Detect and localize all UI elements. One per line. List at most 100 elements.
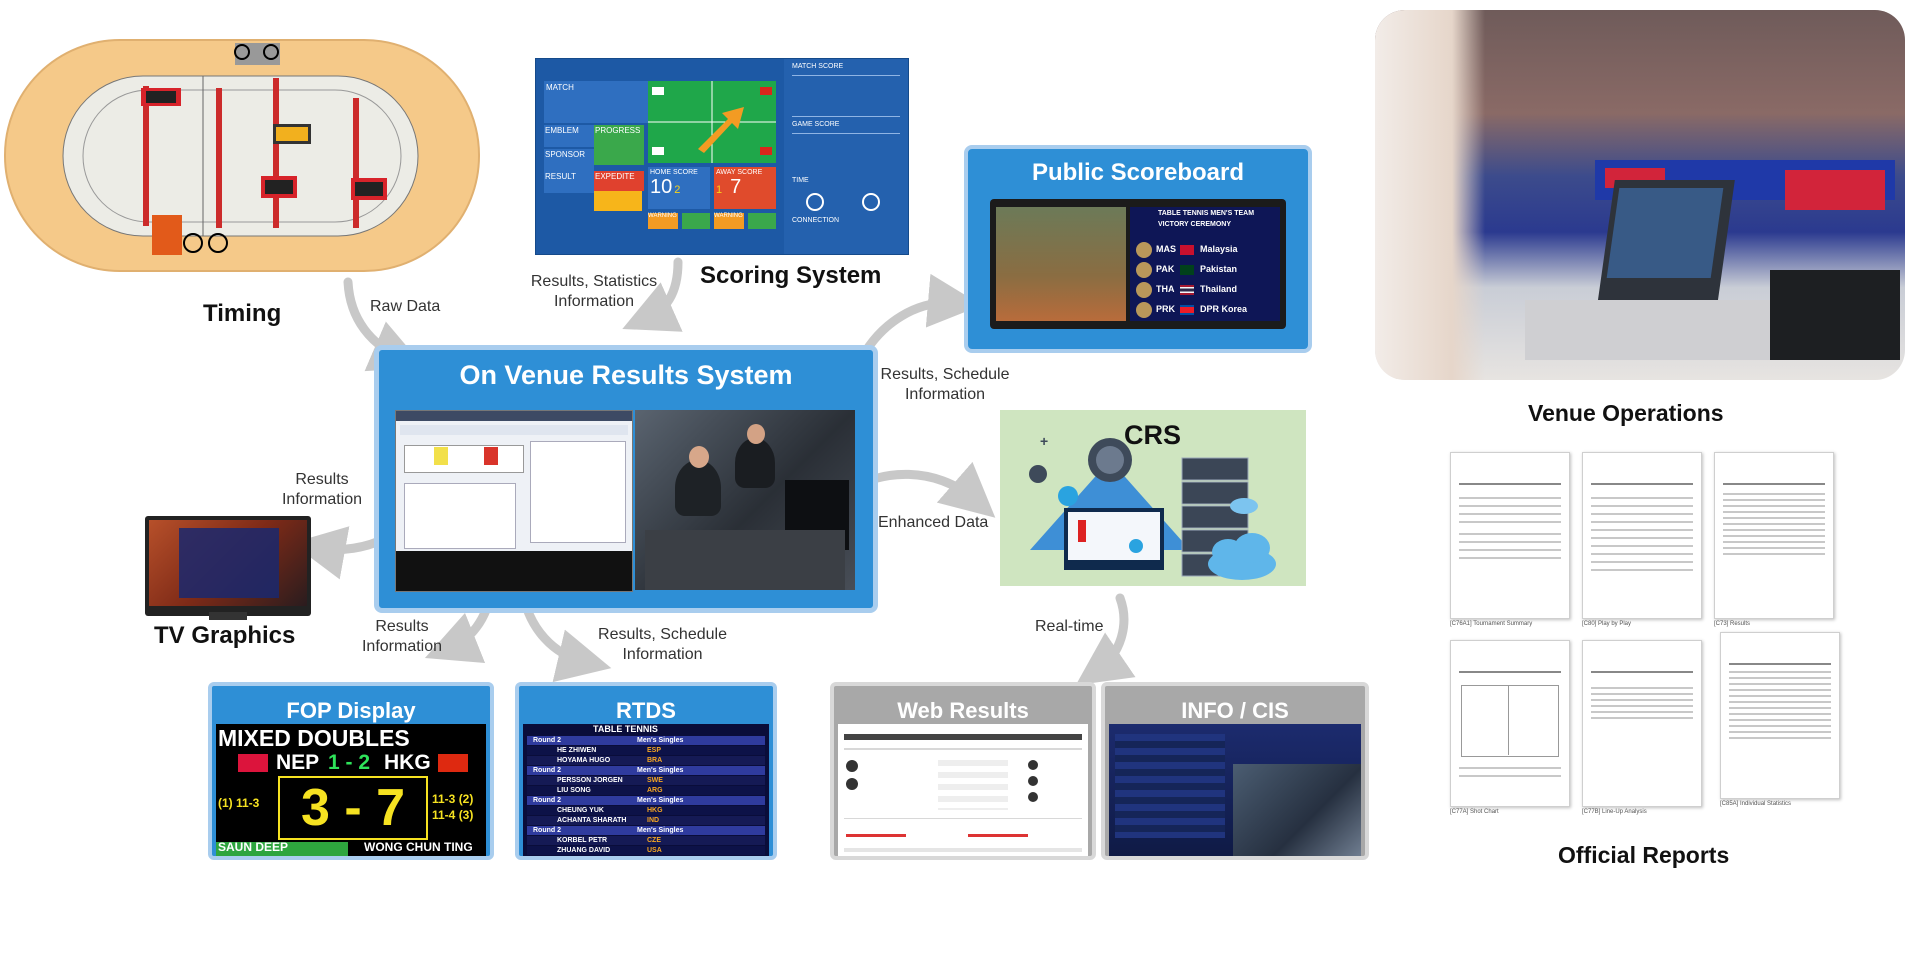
match-score-label: MATCH SCORE <box>792 63 844 70</box>
medal-icon <box>1136 242 1152 258</box>
public-scoreboard-title: Public Scoreboard <box>1031 159 1245 186</box>
report-caption: [C77A] Shot Chart <box>1450 809 1499 815</box>
ceremony-row: THA Thailand <box>1136 281 1276 299</box>
game-score-table <box>792 133 900 170</box>
report-page <box>1450 452 1570 619</box>
web-results-title: Web Results <box>897 698 1029 723</box>
rtds-noc: HKG <box>647 807 663 814</box>
tv-set <box>145 516 311 620</box>
fop-event: MIXED DOUBLES <box>218 725 410 751</box>
rtds-player: CHEUNG YUK <box>557 807 604 814</box>
rtds-player-row: CHEUNG YUK HKG <box>527 806 765 815</box>
report-page <box>1714 452 1834 619</box>
match-score-table <box>792 75 900 117</box>
enhanced-data-label: Enhanced Data <box>878 514 989 531</box>
ceremony-panel: TABLE TENNIS MEN'S TEAM VICTORY CEREMONY… <box>1130 207 1280 321</box>
scoring-result-cell: RESULT <box>544 171 594 193</box>
report-caption: [C73] Results <box>1714 621 1751 627</box>
scoring-warning-right: WARNING <box>714 213 744 229</box>
fop-big-score: 3 - 7 <box>300 779 406 837</box>
scoring-stats-panel: MATCH SCORE GAME SCORE TIME CONNECTION <box>784 59 908 254</box>
scoring-green-left <box>682 213 710 229</box>
away-games-value: 1 <box>716 184 723 196</box>
away-score-value: 7 <box>730 176 742 198</box>
fop-right-set1: 11-3 (2) <box>432 792 474 806</box>
noc-code: PAK <box>1156 264 1175 274</box>
scoring-progress-cell: PROGRESS <box>594 125 644 165</box>
results-schedule-top-label: Results, Schedule Information <box>870 365 1020 405</box>
crs-panel: CRS + <box>1000 410 1306 586</box>
results-info-bottom-line2: Information <box>361 638 443 655</box>
rtds-event: Men's Singles <box>637 797 684 804</box>
report-page <box>1450 640 1570 807</box>
scoring-away-score-cell: AWAY SCORE 1 7 <box>714 167 776 209</box>
venue-operations-photo <box>1375 10 1905 380</box>
ceremony-title: VICTORY CEREMONY <box>1158 221 1231 228</box>
results-schedule-top-line1: Results, Schedule <box>880 366 1010 383</box>
results-schedule-bottom-line1: Results, Schedule <box>598 626 727 643</box>
results-info-bottom-label: Results Information <box>356 617 448 657</box>
rtds-noc: ARG <box>647 787 663 794</box>
official-reports-label: Official Reports <box>1558 842 1730 868</box>
medal-icon <box>1136 282 1152 298</box>
rtds-player: LIU SONG <box>557 787 591 794</box>
flag-icon <box>1180 245 1194 255</box>
fop-display-title: FOP Display <box>286 698 416 723</box>
fop-player-left: SAUN DEEP <box>218 840 289 854</box>
fop-player-left-bar <box>216 842 348 856</box>
flag-icon <box>1180 285 1194 295</box>
rtds-noc: CZE <box>647 837 661 844</box>
ceremony-row: PRK DPR Korea <box>1136 301 1276 319</box>
scoring-system-screen: MATCH EMBLEM PROGRESS SPONSOR RESULT EXP… <box>535 58 909 255</box>
fop-screen: MIXED DOUBLES NEP 1 - 2 HKG (1) 11-3 3 -… <box>216 724 486 856</box>
rtds-event: Men's Singles <box>637 737 684 744</box>
scoring-warning-left: WARNING <box>648 213 678 229</box>
scoring-sponsor-cell: SPONSOR <box>544 149 594 171</box>
rtds-round-row: Round 2 Men's Singles <box>527 796 765 805</box>
timing-track-diagram <box>3 38 481 273</box>
game-score-label: GAME SCORE <box>792 121 840 128</box>
svg-text:+: + <box>1040 433 1048 449</box>
rtds-player: PERSSON JORGEN <box>557 777 623 784</box>
rtds-noc: BRA <box>647 757 663 764</box>
noc-code: THA <box>1156 284 1175 294</box>
rtds-noc: SWE <box>647 777 663 784</box>
info-cis-title: INFO / CIS <box>1181 698 1289 723</box>
rtds-event: Men's Singles <box>637 827 684 834</box>
fop-display-panel: FOP Display MIXED DOUBLES NEP 1 - 2 HKG … <box>208 682 494 860</box>
sprint-race-photo <box>996 207 1126 321</box>
hong-kong-flag-icon <box>438 754 468 772</box>
web-results-screenshot <box>838 724 1088 856</box>
medal-icon <box>1136 262 1152 278</box>
raw-data-label: Raw Data <box>370 298 441 315</box>
report-caption: [C80] Play by Play <box>1582 621 1632 627</box>
report-caption: [C85A] Individual Statistics <box>1720 801 1792 807</box>
results-statistics-line2: Information <box>553 293 635 310</box>
report-page <box>1582 640 1702 807</box>
rtds-player: ACHANTA SHARATH <box>557 817 627 824</box>
flag-icon <box>1180 305 1194 315</box>
report-page <box>1582 452 1702 619</box>
scoring-match-cell: MATCH <box>544 81 648 123</box>
results-info-left-line2: Information <box>281 491 363 508</box>
rtds-round: Round 2 <box>533 737 561 744</box>
clock-icon <box>806 193 824 211</box>
rtds-round: Round 2 <box>533 767 561 774</box>
rtds-round: Round 2 <box>533 797 561 804</box>
public-scoreboard-panel: Public Scoreboard TABLE TENNIS MEN'S TEA… <box>964 145 1312 353</box>
fop-team-left: NEP <box>276 751 320 774</box>
results-info-left-label: Results Information <box>276 470 368 510</box>
rtds-title: RTDS <box>616 698 676 723</box>
connection-label: CONNECTION <box>792 217 840 224</box>
crs-cloud-servers-icon: + <box>1029 433 1276 580</box>
results-statistics-label: Results, Statistics Information <box>528 272 660 312</box>
timing-label: Timing <box>203 300 282 327</box>
ceremony-event: TABLE TENNIS MEN'S TEAM <box>1158 210 1255 217</box>
results-info-left-line1: Results <box>295 471 349 488</box>
rtds-noc: ESP <box>647 747 662 754</box>
real-time-label: Real-time <box>1035 618 1104 635</box>
info-cis-panel: INFO / CIS <box>1101 682 1369 860</box>
